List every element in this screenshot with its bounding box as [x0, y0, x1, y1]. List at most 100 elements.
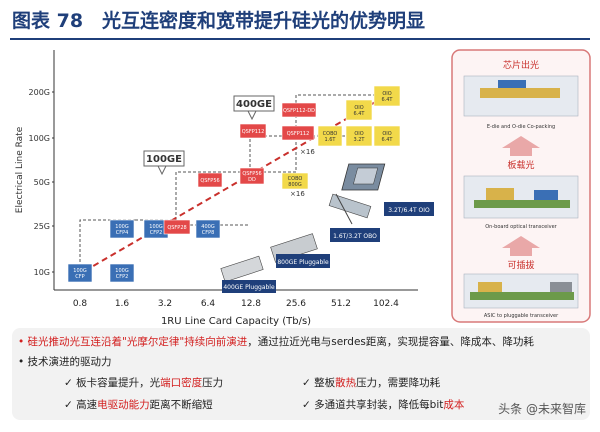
- module-label: 400G: [201, 224, 215, 230]
- x-tick-label: 51.2: [331, 299, 351, 309]
- module-label: 6.4T: [353, 111, 365, 117]
- x-tick-label: 25.6: [286, 299, 306, 309]
- module-label: OIO: [354, 131, 363, 137]
- evolution-diagram: Electrical Line Rate 1RU Line Card Capac…: [15, 49, 591, 327]
- item-text: 多通道共享封装，降低每bit: [314, 399, 444, 411]
- module-box: [239, 167, 265, 185]
- module-label: QSFP56: [200, 178, 219, 184]
- stage-label: 可插拔: [507, 259, 534, 271]
- package-substrate: [480, 88, 560, 98]
- item-text: 距离不断缩短: [149, 399, 213, 411]
- arrow-up-icon: [502, 236, 540, 256]
- callout-100ge: 100GE: [143, 150, 185, 176]
- item-text: 压力: [202, 377, 224, 389]
- pluggable-400-illustration: [220, 255, 264, 283]
- module-label: 800G: [288, 182, 302, 188]
- y-tick-label: 50G: [34, 178, 50, 187]
- bullet-text: 技术演进的驱动力: [27, 356, 112, 368]
- bullet-1: • 硅光推动光互连沿着"光摩尔定律"持续向前演进，通过拉近光电与serdes距离…: [18, 334, 534, 349]
- stage-caption: E-die and O-die Co-packing: [487, 124, 555, 130]
- product-tag: [222, 280, 276, 293]
- module-box: [239, 123, 267, 139]
- stage-label: 芯片出光: [503, 59, 539, 71]
- y-axis-label: Electrical Line Rate: [15, 126, 25, 213]
- side-panel: 芯片出光 E-die and O-die Co-packing 板载光 On-b…: [451, 49, 591, 323]
- product-tag: [330, 228, 380, 242]
- callout-label: 400GE: [236, 99, 272, 110]
- module-label: OIO: [382, 131, 391, 137]
- module-box: [163, 219, 191, 235]
- module-box: [373, 125, 401, 147]
- y-tick-label: 10G: [34, 268, 50, 277]
- x-tick-label: 0.8: [73, 299, 88, 309]
- stage-caption: On-board optical transceiver: [485, 224, 557, 230]
- product-label: 3.2T/6.4T OIO: [388, 207, 430, 214]
- module-box: [67, 263, 93, 283]
- item-text: 板卡容量提升，光: [76, 377, 161, 389]
- module-box: [281, 172, 309, 190]
- module-label: 3.2T: [353, 137, 365, 143]
- step-path: [79, 219, 135, 272]
- item-highlight: 电驱动能力: [97, 399, 150, 411]
- bullet-2: • 技术演进的驱动力: [18, 354, 112, 369]
- module-label: 100G: [115, 268, 129, 274]
- x-axis-label: 1RU Line Card Capacity (Tb/s): [161, 316, 311, 327]
- module-box: [345, 125, 373, 147]
- board-pcb: [470, 292, 574, 300]
- product-label: 800GE Pluggable: [277, 259, 329, 266]
- module-label: QSFP112-DD: [283, 108, 315, 114]
- arrow-up-icon: [502, 136, 540, 156]
- product-label: 1.6T/3.2T OBO: [333, 233, 377, 240]
- board-pcb: [474, 200, 570, 208]
- callout-label: 100GE: [146, 154, 182, 165]
- oio-chip-illustration: [341, 163, 386, 191]
- check-icon: ✓: [64, 399, 73, 411]
- item-text: 高速: [76, 399, 98, 411]
- module-box: [345, 99, 373, 121]
- module-label: CFP8: [202, 230, 215, 236]
- check-icon: ✓: [64, 377, 73, 389]
- bullet-mark: •: [18, 336, 25, 348]
- x-ticks: 0.8 1.6 3.2 6.4 12.8 25.6 51.2 102.4: [73, 299, 399, 309]
- module-box: [317, 125, 343, 147]
- product-tag: [384, 202, 434, 216]
- y-tick-label: 200G: [29, 88, 50, 97]
- module-box: [281, 102, 317, 118]
- trend-line: [75, 89, 397, 277]
- module-label: 100G: [115, 224, 129, 230]
- stage-caption: ASIC to pluggable transceiver: [484, 313, 559, 319]
- y-tick-label: 100G: [29, 134, 50, 143]
- page-title: 图表 78 光互连密度和宽带提升硅光的优势明显: [12, 10, 426, 32]
- chip-die: [498, 80, 526, 88]
- module-box: [373, 85, 401, 107]
- x-tick-label: 12.8: [241, 299, 261, 309]
- title-rule: [10, 38, 590, 40]
- pluggable-module: [550, 282, 572, 292]
- module-label: QSFP112: [287, 131, 310, 137]
- module-label: QSFP112: [242, 129, 265, 135]
- obo-illustration: [328, 193, 372, 225]
- module-label: 1.6T: [324, 137, 336, 143]
- x-tick-label: 3.2: [158, 299, 172, 309]
- board-chip: [478, 282, 502, 292]
- check-icon: ✓: [302, 399, 311, 411]
- watermark: 头条 @未来智库: [498, 402, 586, 416]
- callout-400ge: 400GE: [233, 95, 275, 121]
- module-label: OIO: [382, 91, 391, 97]
- item-highlight: 成本: [443, 399, 465, 411]
- module-label: CFP2: [116, 274, 129, 280]
- module-box: [195, 219, 221, 239]
- board-optics: [534, 190, 558, 200]
- driver-item: ✓ 多通道共享封装，降低每bit成本: [302, 397, 464, 412]
- x-tick-label: 102.4: [373, 299, 399, 309]
- multiplier-label: ×16: [300, 148, 315, 156]
- module-label: QSFP56: [242, 171, 261, 177]
- module-box: [197, 172, 223, 188]
- x-tick-label: 1.6: [115, 299, 130, 309]
- x-tick-label: 6.4: [201, 299, 216, 309]
- module-label: CFP: [75, 274, 84, 280]
- bullet-highlight: 持续向前演进: [184, 336, 248, 348]
- item-highlight: 散热: [335, 377, 357, 389]
